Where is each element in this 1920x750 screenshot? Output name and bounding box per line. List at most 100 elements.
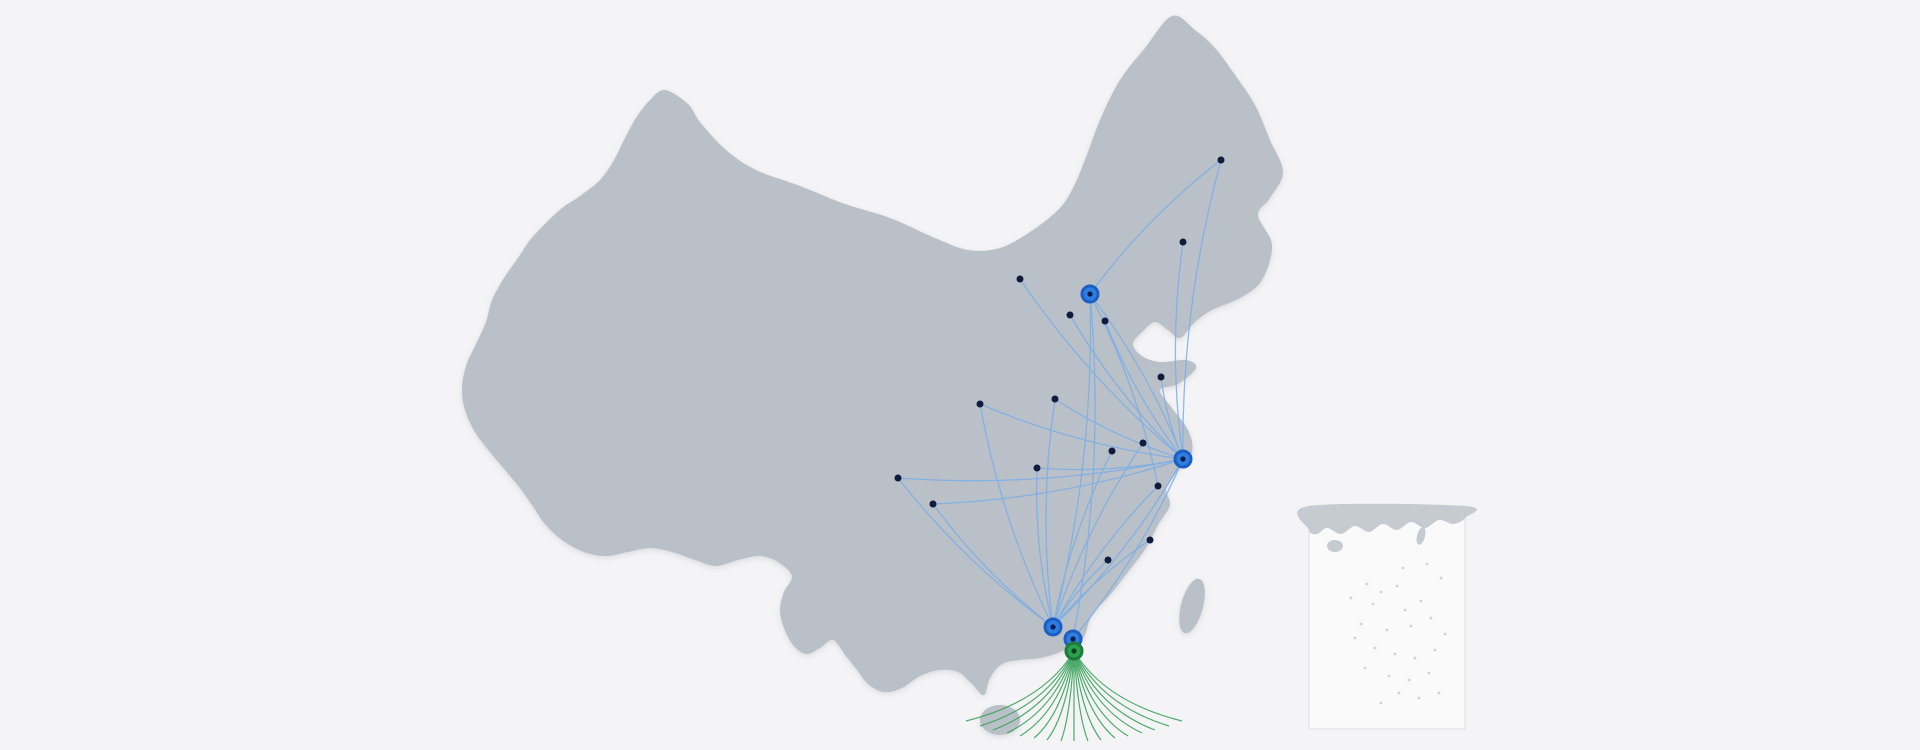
inset-islet [1443, 632, 1447, 636]
inset-islet [1393, 652, 1397, 656]
city-node[interactable] [1051, 395, 1059, 403]
green-route-line [1073, 650, 1116, 739]
inset-islet [1439, 576, 1443, 580]
inset-islet [1379, 701, 1383, 705]
city-node[interactable] [1101, 317, 1109, 325]
green-route-line [1073, 650, 1129, 737]
route-line [1089, 293, 1184, 460]
inset-coastline [1297, 503, 1478, 535]
city-node[interactable] [1179, 238, 1187, 246]
route-line [1036, 458, 1184, 471]
route-line [1089, 293, 1159, 487]
green-route-line [992, 650, 1075, 731]
green-route-line [1073, 650, 1156, 731]
route-line [897, 458, 1184, 482]
route-line [1052, 458, 1184, 628]
green-route-line [1073, 650, 1089, 742]
inset-islet [1419, 599, 1423, 603]
inset-islet [1397, 691, 1401, 695]
route-line [1052, 442, 1144, 628]
green-route-line [1019, 650, 1075, 737]
hub-core [1050, 624, 1056, 630]
city-node[interactable] [1154, 482, 1162, 490]
route-line [1019, 278, 1184, 460]
inset-islet [1403, 608, 1407, 612]
inset-islet [1409, 624, 1413, 628]
city-node[interactable] [1104, 556, 1112, 564]
inset-islet [1371, 602, 1375, 606]
inset-islet [1395, 584, 1399, 588]
city-node[interactable] [1217, 156, 1225, 164]
route-line [1054, 398, 1184, 460]
city-node[interactable] [929, 500, 937, 508]
green-route-line [1060, 650, 1075, 742]
inset-islet [1437, 691, 1441, 695]
inset-islet [1379, 590, 1383, 594]
route-line [979, 403, 1184, 460]
city-node[interactable] [894, 474, 902, 482]
green-routes-layer [965, 650, 1183, 742]
inset-islet [1407, 678, 1411, 682]
route-line [1045, 398, 1056, 628]
inset-frame [1308, 505, 1466, 730]
green-route-line [979, 650, 1075, 727]
hub-core [1070, 636, 1076, 642]
hub-node[interactable] [1043, 617, 1063, 637]
green-route-line [1073, 650, 1143, 734]
green-route-line [1033, 650, 1075, 739]
hainan-island [980, 705, 1020, 735]
inset-islet [1363, 666, 1367, 670]
route-line [1072, 458, 1184, 640]
route-line [1035, 467, 1054, 628]
route-line [1069, 314, 1184, 460]
route-line [1072, 293, 1096, 640]
south-china-sea-inset [1297, 503, 1478, 730]
hub-core [1180, 456, 1186, 462]
city-node[interactable] [1033, 464, 1041, 472]
green-route-line [1006, 650, 1075, 734]
inset-islet [1365, 582, 1369, 586]
green-route-line [965, 650, 1075, 722]
city-node[interactable] [1066, 311, 1074, 319]
route-line [979, 403, 1054, 628]
route-line [1104, 320, 1184, 460]
inset-islet [1429, 616, 1433, 620]
inset-islet [1387, 674, 1391, 678]
hub-core [1087, 291, 1093, 297]
inset-islet [1359, 622, 1363, 626]
inset-taiwan [1416, 527, 1426, 545]
green-route-line [1073, 650, 1170, 727]
inset-islet [1417, 696, 1421, 700]
city-node[interactable] [1108, 447, 1116, 455]
city-node[interactable] [1146, 536, 1154, 544]
inset-islet [1425, 562, 1429, 566]
green-hub-node[interactable] [1064, 641, 1084, 661]
inset-islet [1413, 656, 1417, 660]
city-node[interactable] [1016, 275, 1024, 283]
inset-islet [1373, 646, 1377, 650]
inset-islet [1401, 566, 1405, 570]
hub-node[interactable] [1173, 449, 1193, 469]
city-node[interactable] [976, 400, 984, 408]
route-line [1052, 485, 1159, 628]
green-route-line [1073, 650, 1183, 722]
china-landmass [461, 15, 1284, 696]
inset-islet [1385, 628, 1389, 632]
route-line [1089, 159, 1222, 295]
route-line [932, 503, 1054, 628]
inset-islet [1433, 648, 1437, 652]
hub-node[interactable] [1080, 284, 1100, 304]
city-node[interactable] [1157, 373, 1165, 381]
green-hub-core [1071, 648, 1077, 654]
route-line [1052, 450, 1113, 628]
inset-islet [1427, 671, 1431, 675]
route-line [1052, 539, 1151, 628]
city-node[interactable] [1139, 439, 1147, 447]
green-route-line [1073, 650, 1102, 741]
route-line [1174, 241, 1184, 460]
inset-hainan [1327, 540, 1343, 552]
route-line [897, 477, 1054, 628]
city-nodes-layer [894, 156, 1225, 564]
